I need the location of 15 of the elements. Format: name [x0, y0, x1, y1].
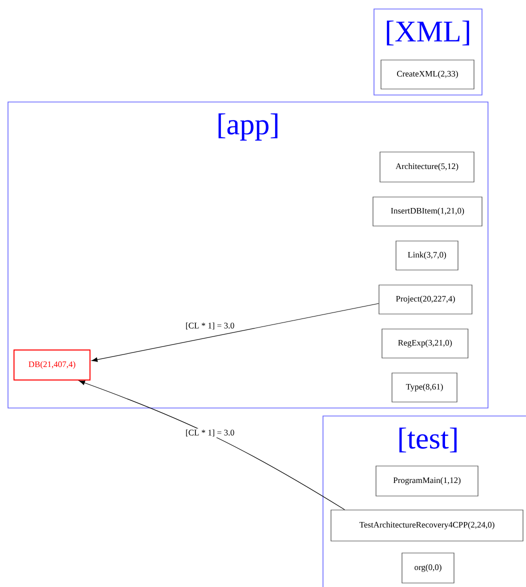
class-box: TestArchitectureRecovery4CPP(2,24,0) — [330, 510, 524, 542]
class-box: Architecture(5,12) — [380, 152, 474, 182]
edge-label: [CL * 1] = 3.0 — [184, 428, 236, 438]
class-box: RegExp(3,21,0) — [382, 328, 468, 358]
class-box: CreateXML(2,33) — [380, 60, 474, 90]
class-box: Link(3,7,0) — [396, 240, 458, 270]
class-box: InsertDBItem(1,21,0) — [372, 196, 482, 226]
arrow — [78, 380, 345, 510]
class-box: org(0,0) — [402, 552, 454, 584]
class-box: Type(8,61) — [392, 372, 458, 402]
arrow — [91, 303, 379, 362]
class-box: DB(21,407,4) — [14, 350, 90, 380]
class-box: Project(20,227,4) — [378, 284, 472, 314]
class-box: ProgramMain(1,12) — [376, 466, 478, 496]
edge-label: [CL * 1] = 3.0 — [184, 321, 236, 331]
